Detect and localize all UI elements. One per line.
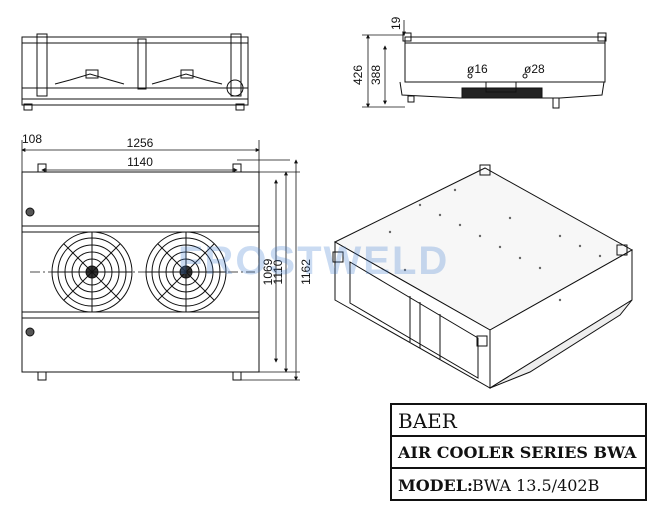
isometric-view [332,164,634,389]
title-block-brand: BAER [398,409,458,433]
fan-left [51,231,133,313]
dim-426: 426 [351,65,365,85]
dim-1140: 1140 [127,155,153,169]
dim-1162: 1162 [299,259,313,285]
side-view [399,32,607,109]
title-block-series: AIR COOLER SERIES BWA [397,443,637,462]
front-view [21,33,249,111]
dim-388: 388 [369,65,383,85]
fan-right [145,231,227,313]
plan-view [21,163,260,381]
title-block-model-label: MODEL: [398,476,473,495]
watermark-text: FROSTWELD [178,239,449,283]
dim-19: 19 [389,16,403,30]
dim-pipe-16: ø16 [467,62,488,76]
title-block [390,403,647,501]
side-view-dims [362,20,406,108]
isometric-dots [388,188,602,302]
dim-1069: 1069 [261,258,275,285]
plan-view-dims [21,140,300,381]
dim-pipe-28: ø28 [524,62,545,76]
dim-1256: 1256 [127,136,154,150]
title-block-model-value: BWA 13.5/402B [472,476,599,495]
dim-108: 108 [22,132,42,146]
dim-1110: 1110 [271,259,285,284]
